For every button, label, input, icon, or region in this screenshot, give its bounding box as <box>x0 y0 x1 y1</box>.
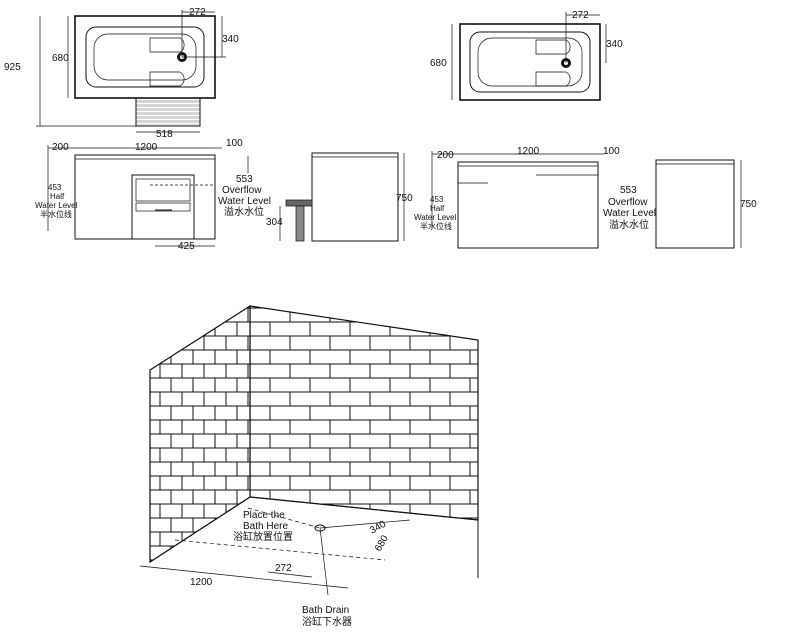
dim-1200: 1200 <box>135 142 158 153</box>
dim-272: 272 <box>189 7 206 18</box>
dim-100: 100 <box>226 138 243 149</box>
front-elevation-right: 200 1200 100 553 Overflow Water Level 溢水… <box>414 146 656 249</box>
overflow-label-right: Overflow <box>608 197 648 208</box>
dim-272-room: 272 <box>275 563 292 574</box>
dim-1200-room: 1200 <box>190 577 213 588</box>
dim-340: 340 <box>222 34 239 45</box>
dim-925: 925 <box>4 62 21 73</box>
dim-425: 425 <box>178 241 195 252</box>
dim-518: 518 <box>156 129 173 140</box>
drawer-plan <box>135 97 201 127</box>
floor-outline <box>149 496 479 578</box>
dim-200-right: 200 <box>437 150 454 161</box>
half-water-level-label: Water Level <box>35 201 78 210</box>
plan-view-left: 272 340 680 925 518 <box>4 7 239 140</box>
overflow-water-level-label-right: Water Level <box>603 208 656 219</box>
dim-304: 304 <box>266 217 283 228</box>
overflow-label: Overflow <box>222 185 262 196</box>
half-label: Half <box>50 192 65 201</box>
overflow-cn-label-right: 溢水水位 <box>609 218 649 231</box>
half-cn-label: 半水位线 <box>40 209 72 219</box>
overflow-cn-label: 溢水水位 <box>224 205 264 218</box>
bath-drain-icon <box>314 524 326 532</box>
dim-680-right: 680 <box>430 58 447 69</box>
drain-leader <box>319 527 329 596</box>
dim-453: 453 <box>48 183 62 192</box>
dim-553: 553 <box>236 174 253 185</box>
dim-750: 750 <box>396 193 413 204</box>
dim-340-room: 340 <box>368 519 388 537</box>
rear-brick-wall <box>249 305 479 521</box>
overflow-pipe <box>285 199 313 207</box>
dim-553-right: 553 <box>620 185 637 196</box>
dim-680-room: 680 <box>373 533 391 553</box>
dim-340-right: 340 <box>606 39 623 50</box>
tub-side-right <box>655 159 735 249</box>
bath-here-label: Bath Here <box>243 521 288 532</box>
armrest-top <box>149 37 185 53</box>
bath-drain-label: Bath Drain <box>302 605 349 616</box>
plan-view-right: 272 340 680 <box>430 10 623 101</box>
overflow-water-level-label: Water Level <box>218 196 271 207</box>
dim-100-right: 100 <box>603 146 620 157</box>
dim-272-right: 272 <box>572 10 589 21</box>
side-elevation-right: 750 <box>655 159 757 249</box>
front-elevation-left: 200 1200 100 553 Overflow Water Level 溢水… <box>35 138 271 252</box>
tub-front-right <box>457 161 599 249</box>
room-perspective: Place the Bath Here 浴缸放置位置 340 680 272 1… <box>139 304 479 628</box>
bath-drain-cn-label: 浴缸下水器 <box>302 615 352 628</box>
footprint-edge <box>174 539 386 561</box>
side-brick-wall <box>149 304 251 564</box>
dim-453-right: 453 <box>430 195 444 204</box>
half-cn-label-right: 半水位线 <box>420 221 452 231</box>
drawer-front <box>131 174 195 240</box>
armrest-bottom <box>149 71 185 87</box>
half-water-level-label-right: Water Level <box>414 213 457 222</box>
dim-680: 680 <box>52 53 69 64</box>
side-elevation-left: 750 304 <box>266 152 413 242</box>
place-label: Place the <box>243 510 285 521</box>
half-label-right: Half <box>430 204 445 213</box>
dim-750-right: 750 <box>740 199 757 210</box>
tub-side <box>311 152 399 242</box>
tub-outline-right <box>459 23 601 101</box>
dim-200: 200 <box>52 142 69 153</box>
place-cn-label: 浴缸放置位置 <box>233 530 293 543</box>
dim-1200-right: 1200 <box>517 146 540 157</box>
drain-pipe <box>295 205 305 242</box>
